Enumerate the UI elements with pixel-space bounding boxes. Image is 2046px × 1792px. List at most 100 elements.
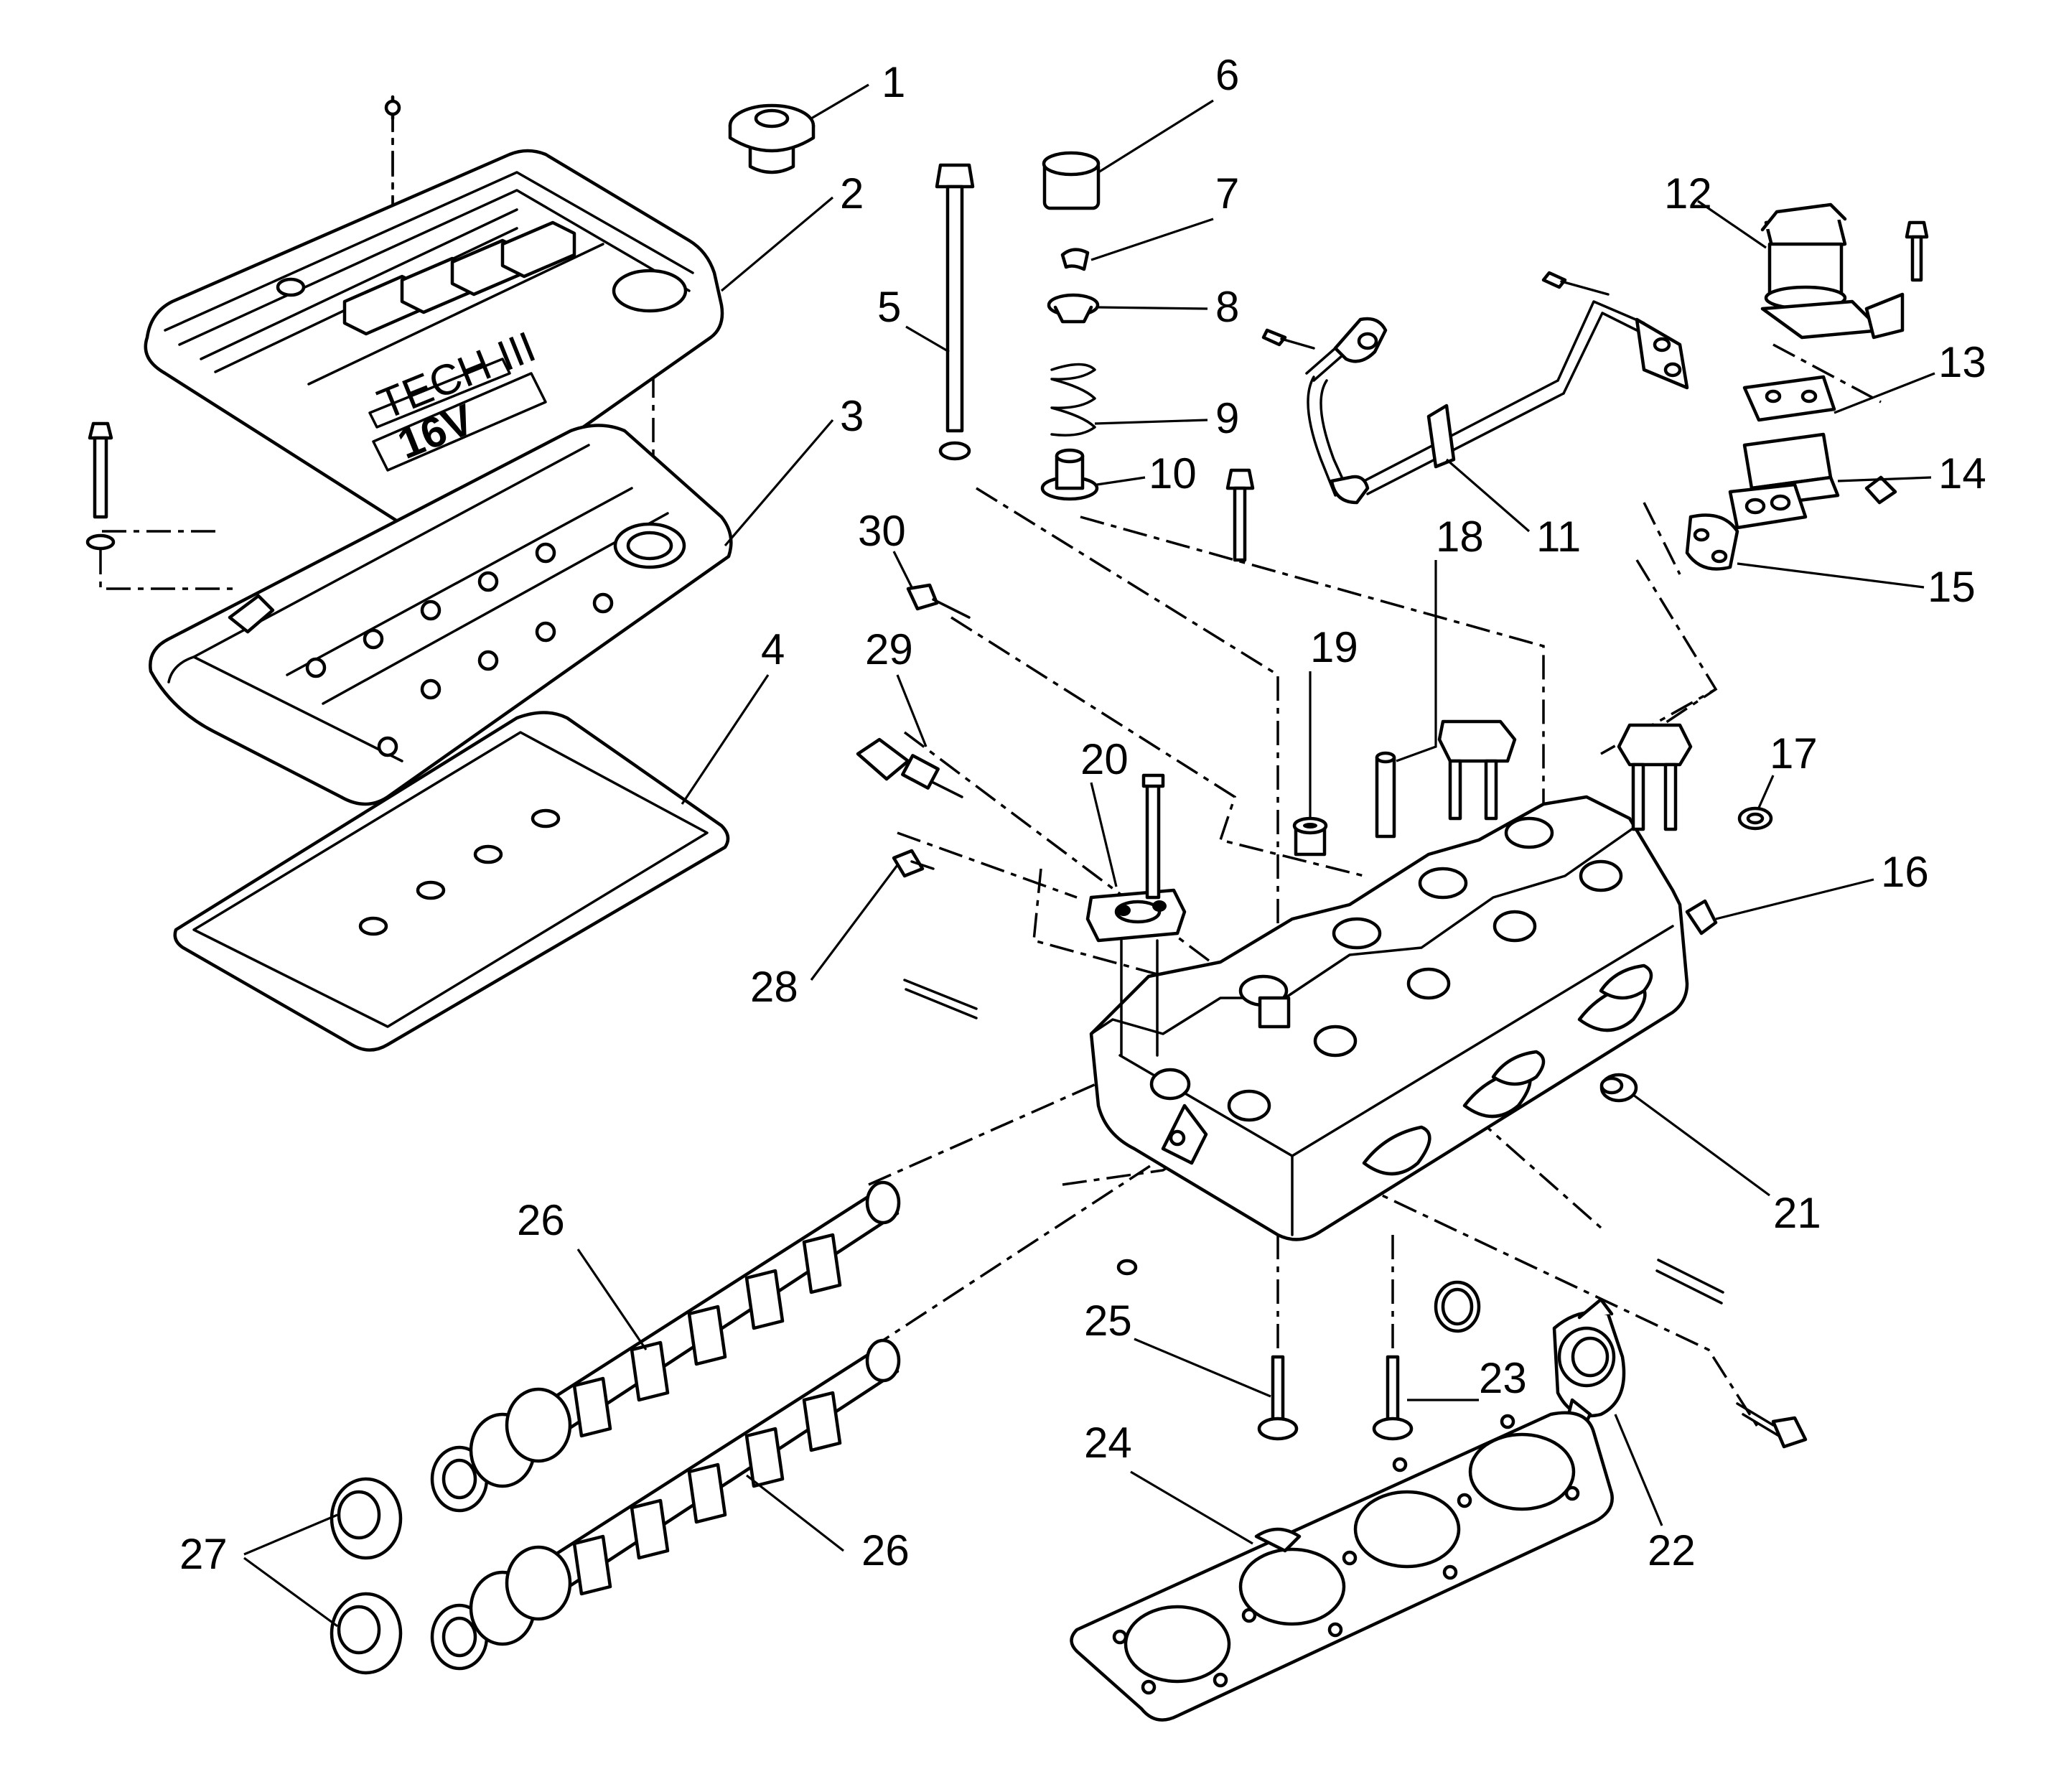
callout-9: 9 (1094, 394, 1239, 442)
callout-leader-11 (1445, 458, 1531, 533)
callout-27: 27 (179, 1513, 338, 1628)
cylinder-head-bolt (935, 163, 975, 461)
callout-20: 20 (1080, 735, 1129, 887)
callout-leader-29 (896, 674, 928, 747)
callout-number-29: 29 (865, 625, 913, 673)
callout-18: 18 (1396, 513, 1484, 762)
callout-number-28: 28 (750, 963, 798, 1011)
callout-15: 15 (1737, 562, 1976, 611)
callout-number-21: 21 (1773, 1189, 1821, 1237)
callout-leader-7 (1090, 218, 1214, 261)
callout-number-17: 17 (1770, 729, 1818, 778)
callout-number-30: 30 (858, 507, 906, 555)
callout-number-8: 8 (1215, 283, 1239, 331)
callout-12: 12 (1664, 169, 1767, 249)
callout-number-10: 10 (1149, 449, 1197, 498)
callout-number-15: 15 (1928, 563, 1976, 611)
seal-19 (1292, 816, 1328, 857)
callout-leader-2 (720, 196, 834, 292)
callout-26a: 26 (517, 1196, 648, 1350)
callout-5: 5 (877, 283, 950, 353)
egr-valve (1760, 202, 1929, 340)
callout-leader-20 (1090, 782, 1118, 887)
callout-leader-26a (576, 1249, 648, 1350)
callout-number-13: 13 (1938, 338, 1986, 386)
callout-number-20: 20 (1080, 735, 1129, 783)
callout-leader-21 (1632, 1093, 1770, 1197)
callout-leader-24 (1130, 1470, 1253, 1545)
callout-number-19: 19 (1310, 623, 1358, 671)
callout-number-1: 1 (882, 58, 905, 106)
callout-number-12: 12 (1664, 169, 1712, 218)
callout-6: 6 (1098, 51, 1239, 174)
callout-number-16: 16 (1881, 848, 1929, 896)
callout-30: 30 (858, 507, 913, 588)
callout-leader-10 (1096, 476, 1146, 486)
callout-leader-30 (892, 551, 913, 588)
callout-leader-28 (810, 864, 899, 981)
sensor-16 (1685, 899, 1718, 935)
plug-21 (1599, 1073, 1638, 1103)
callout-number-23: 23 (1479, 1354, 1527, 1402)
valve-spring (1050, 363, 1096, 437)
callout-4: 4 (681, 625, 785, 805)
camshaft-cover (149, 424, 733, 806)
callout-25: 25 (1084, 1297, 1271, 1398)
callout-16: 16 (1715, 848, 1929, 920)
callout-leader-14 (1837, 476, 1932, 482)
cover-gasket (173, 711, 730, 1052)
callout-2: 2 (720, 169, 864, 292)
callout-26b: 26 (746, 1474, 910, 1574)
callout-leader-13 (1834, 372, 1935, 414)
callout-leader-18 (1396, 560, 1437, 762)
cylinder-head (1089, 795, 1689, 1241)
housing-gasket (1434, 1280, 1481, 1333)
callout-22: 22 (1614, 1414, 1696, 1574)
callout-number-22: 22 (1648, 1526, 1696, 1574)
callout-number-2: 2 (840, 169, 864, 218)
callout-28: 28 (750, 864, 899, 1011)
callout-number-26b: 26 (861, 1526, 910, 1574)
callout-19: 19 (1309, 623, 1358, 818)
callout-14: 14 (1837, 449, 1986, 498)
plug-17 (1737, 806, 1773, 831)
callout-number-25: 25 (1084, 1297, 1132, 1345)
cover-bolt (85, 421, 116, 551)
oil-filler-cap (728, 103, 816, 174)
callout-leader-26b (746, 1474, 844, 1552)
callout-29: 29 (865, 625, 928, 747)
callout-number-14: 14 (1938, 449, 1986, 498)
callout-number-5: 5 (877, 283, 901, 331)
sensor-29 (856, 737, 963, 798)
callout-number-24: 24 (1084, 1419, 1132, 1467)
callout-leader-3 (724, 419, 834, 547)
valve-stem-seal (1040, 448, 1099, 501)
engine-trim-cover (144, 95, 724, 531)
callout-layer: 1234567891011121314151617181920212223242… (179, 51, 1986, 1628)
callout-leader-17 (1757, 775, 1775, 808)
callout-number-11: 11 (1536, 513, 1581, 561)
camshaft-upper (430, 1180, 901, 1513)
callout-10: 10 (1096, 449, 1197, 498)
valve-25 (1257, 1355, 1299, 1441)
callout-21: 21 (1632, 1093, 1821, 1237)
camshaft-caps (1085, 719, 1693, 943)
egr-adapter-gasket (1742, 375, 1836, 422)
callout-leader-25 (1134, 1338, 1271, 1398)
coolant-sensor-28 (892, 849, 935, 878)
valve-key (1060, 248, 1090, 271)
callout-number-9: 9 (1215, 394, 1239, 442)
callout-1: 1 (811, 58, 905, 120)
callout-leader-1 (811, 83, 869, 120)
callout-leader-15 (1737, 562, 1925, 589)
callout-3: 3 (724, 392, 864, 547)
cylinder-head-gasket (1070, 1411, 1614, 1722)
callout-leader-5 (905, 325, 950, 353)
callout-number-4: 4 (761, 625, 785, 673)
valve-retainer (1047, 293, 1100, 324)
camshaft-lower (430, 1338, 901, 1671)
egr-bolts (1225, 271, 1610, 562)
callout-24: 24 (1084, 1419, 1253, 1545)
